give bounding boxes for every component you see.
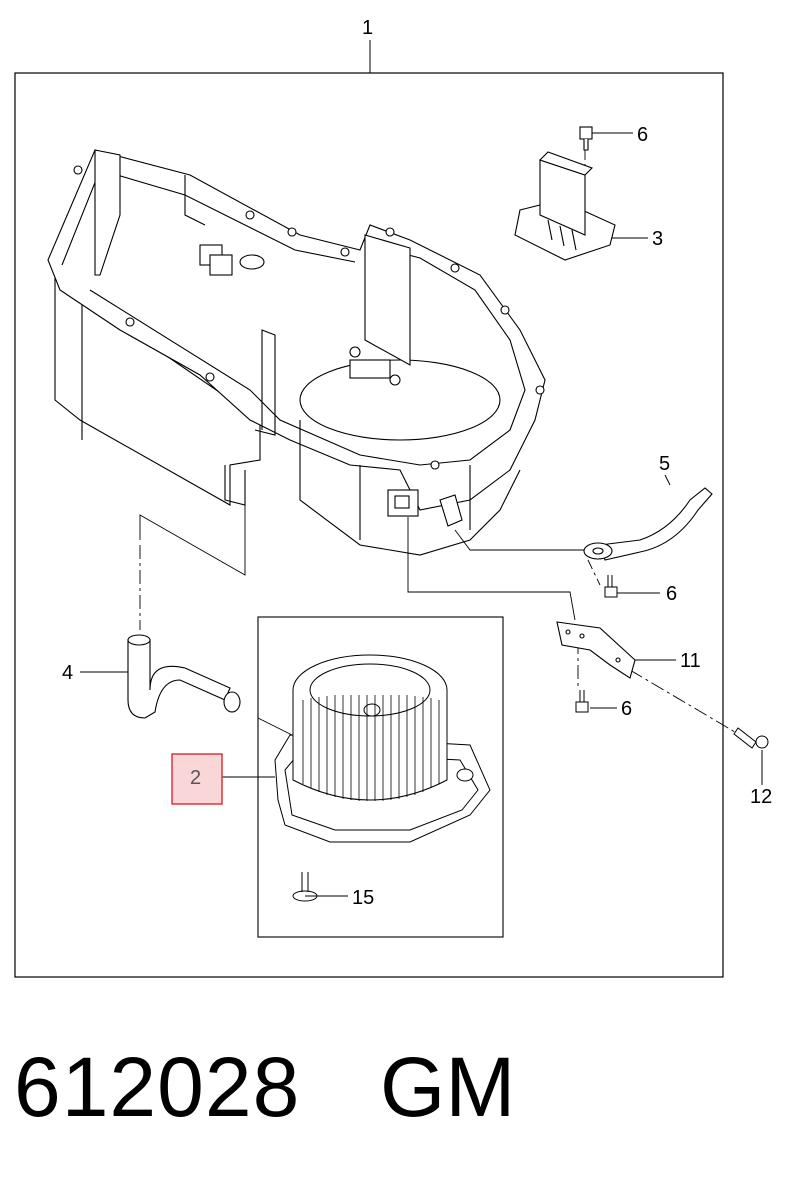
screw-6-harness — [604, 575, 618, 598]
callout-3: 3 — [652, 228, 663, 250]
blower-housing — [47, 149, 546, 556]
screws — [292, 575, 769, 902]
callout-15: 15 — [352, 887, 374, 909]
blower-motor-fan — [274, 654, 491, 843]
callout-leaders — [80, 132, 763, 897]
assembly-frame — [14, 72, 724, 978]
callout-4: 4 — [62, 662, 73, 684]
callout-6-harness: 6 — [666, 583, 677, 605]
brand-name: GM — [380, 1040, 516, 1134]
screw-15 — [292, 872, 318, 902]
callout-5: 5 — [659, 453, 670, 475]
callout-12: 12 — [750, 786, 772, 808]
fan-blades — [302, 695, 440, 801]
screw-6-bottom-left — [575, 690, 589, 713]
exploded-parts-diagram: 1 2 3 4 5 6 6 6 11 12 15 — [14, 17, 772, 978]
callout-1: 1 — [362, 17, 373, 39]
part-number: 612028 — [14, 1040, 301, 1134]
callout-2: 2 — [190, 767, 201, 789]
blower-resistor — [514, 126, 616, 261]
screw-12 — [733, 727, 769, 749]
highlight-box-part-2 — [171, 753, 223, 805]
callout-6-resistor: 6 — [637, 124, 648, 146]
fan-to-motor-leader — [257, 717, 293, 736]
callout-6-bracket: 6 — [621, 698, 632, 720]
callout-11: 11 — [680, 650, 701, 672]
mounting-bracket — [556, 621, 636, 679]
drain-hose — [127, 634, 241, 719]
wire-harness — [583, 487, 713, 561]
